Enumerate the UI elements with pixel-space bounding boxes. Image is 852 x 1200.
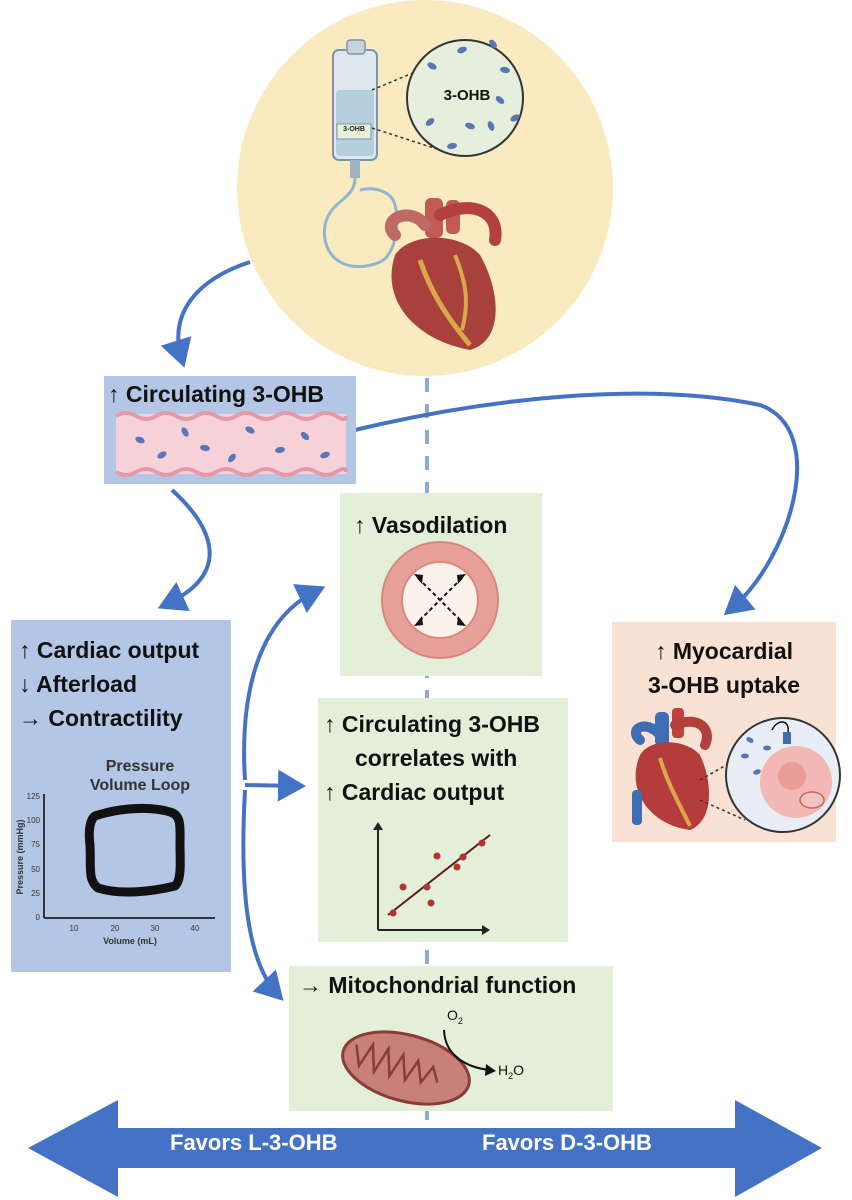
pv-xtick-30: 30 <box>150 924 160 933</box>
myocardial-line-1: ↑ Myocardial <box>654 638 794 664</box>
arrow-to-myocardial <box>354 391 799 616</box>
zoom-molecule-label: 3-OHB <box>443 87 491 104</box>
cardiac-box <box>11 620 231 972</box>
arrow-to-correlation <box>244 769 306 802</box>
myocardial-heart-icon <box>631 708 712 830</box>
favors-l-label: Favors L-3-OHB <box>170 1130 338 1155</box>
contractility-line: → Contractility <box>19 705 183 731</box>
heart-icon <box>385 198 502 350</box>
pv-ytick-25: 25 <box>31 889 40 898</box>
pv-xtick-40: 40 <box>190 924 200 933</box>
pv-ytick-0: 0 <box>35 913 40 922</box>
pv-loop-chart <box>43 794 215 919</box>
correlation-line-3: ↑ Cardiac output <box>324 779 505 805</box>
correlation-scatter-plot <box>373 822 491 935</box>
pv-ytick-75: 75 <box>31 840 40 849</box>
pv-ytick-50: 50 <box>31 865 40 874</box>
afterload-line: ↓ Afterload <box>19 671 137 697</box>
correlation-line-2: correlates with <box>355 745 518 771</box>
vasodilation-title: ↑ Vasodilation <box>354 512 508 538</box>
arrow-to-mitochondria <box>241 789 284 1001</box>
o2-label: O2 <box>447 1007 463 1026</box>
pv-loop-title-2: Volume Loop <box>89 777 191 794</box>
correlation-line-1: ↑ Circulating 3-OHB <box>324 711 540 737</box>
pv-ytick-125: 125 <box>26 792 40 801</box>
blood-vessel-icon <box>114 411 348 477</box>
pv-ytick-100: 100 <box>26 816 40 825</box>
cardiomyocyte-cell-icon <box>699 717 841 833</box>
molecule-zoom-icon <box>371 39 524 157</box>
myocardial-line-2: 3-OHB uptake <box>647 672 801 698</box>
h2o-label: H2O <box>498 1062 525 1081</box>
pv-loop-xlabel: Volume (mL) <box>103 936 157 946</box>
iv-bag-icon <box>322 39 399 269</box>
cardiac-output-line: ↑ Cardiac output <box>19 637 200 663</box>
favors-double-arrow <box>28 1100 822 1197</box>
correlation-box <box>318 698 568 942</box>
pv-xtick-10: 10 <box>69 924 79 933</box>
arrow-to-circulating <box>160 260 251 368</box>
vessel-ring-icon <box>381 541 499 659</box>
pv-loop-title-1: Pressure <box>105 758 175 775</box>
trend-line <box>387 834 491 916</box>
arrow-to-cardiac <box>157 488 212 612</box>
mitochondrial-title: → Mitochondrial function <box>299 972 577 998</box>
arrow-to-vasodilation <box>242 584 326 781</box>
pv-loop-curve <box>84 803 185 897</box>
pv-xtick-20: 20 <box>110 924 120 933</box>
favors-d-label: Favors D-3-OHB <box>482 1130 652 1155</box>
iv-bag-label: 3-OHB <box>343 126 365 133</box>
mitochondrion-icon <box>341 1029 496 1106</box>
circulating-title: ↑ Circulating 3-OHB <box>108 381 324 407</box>
